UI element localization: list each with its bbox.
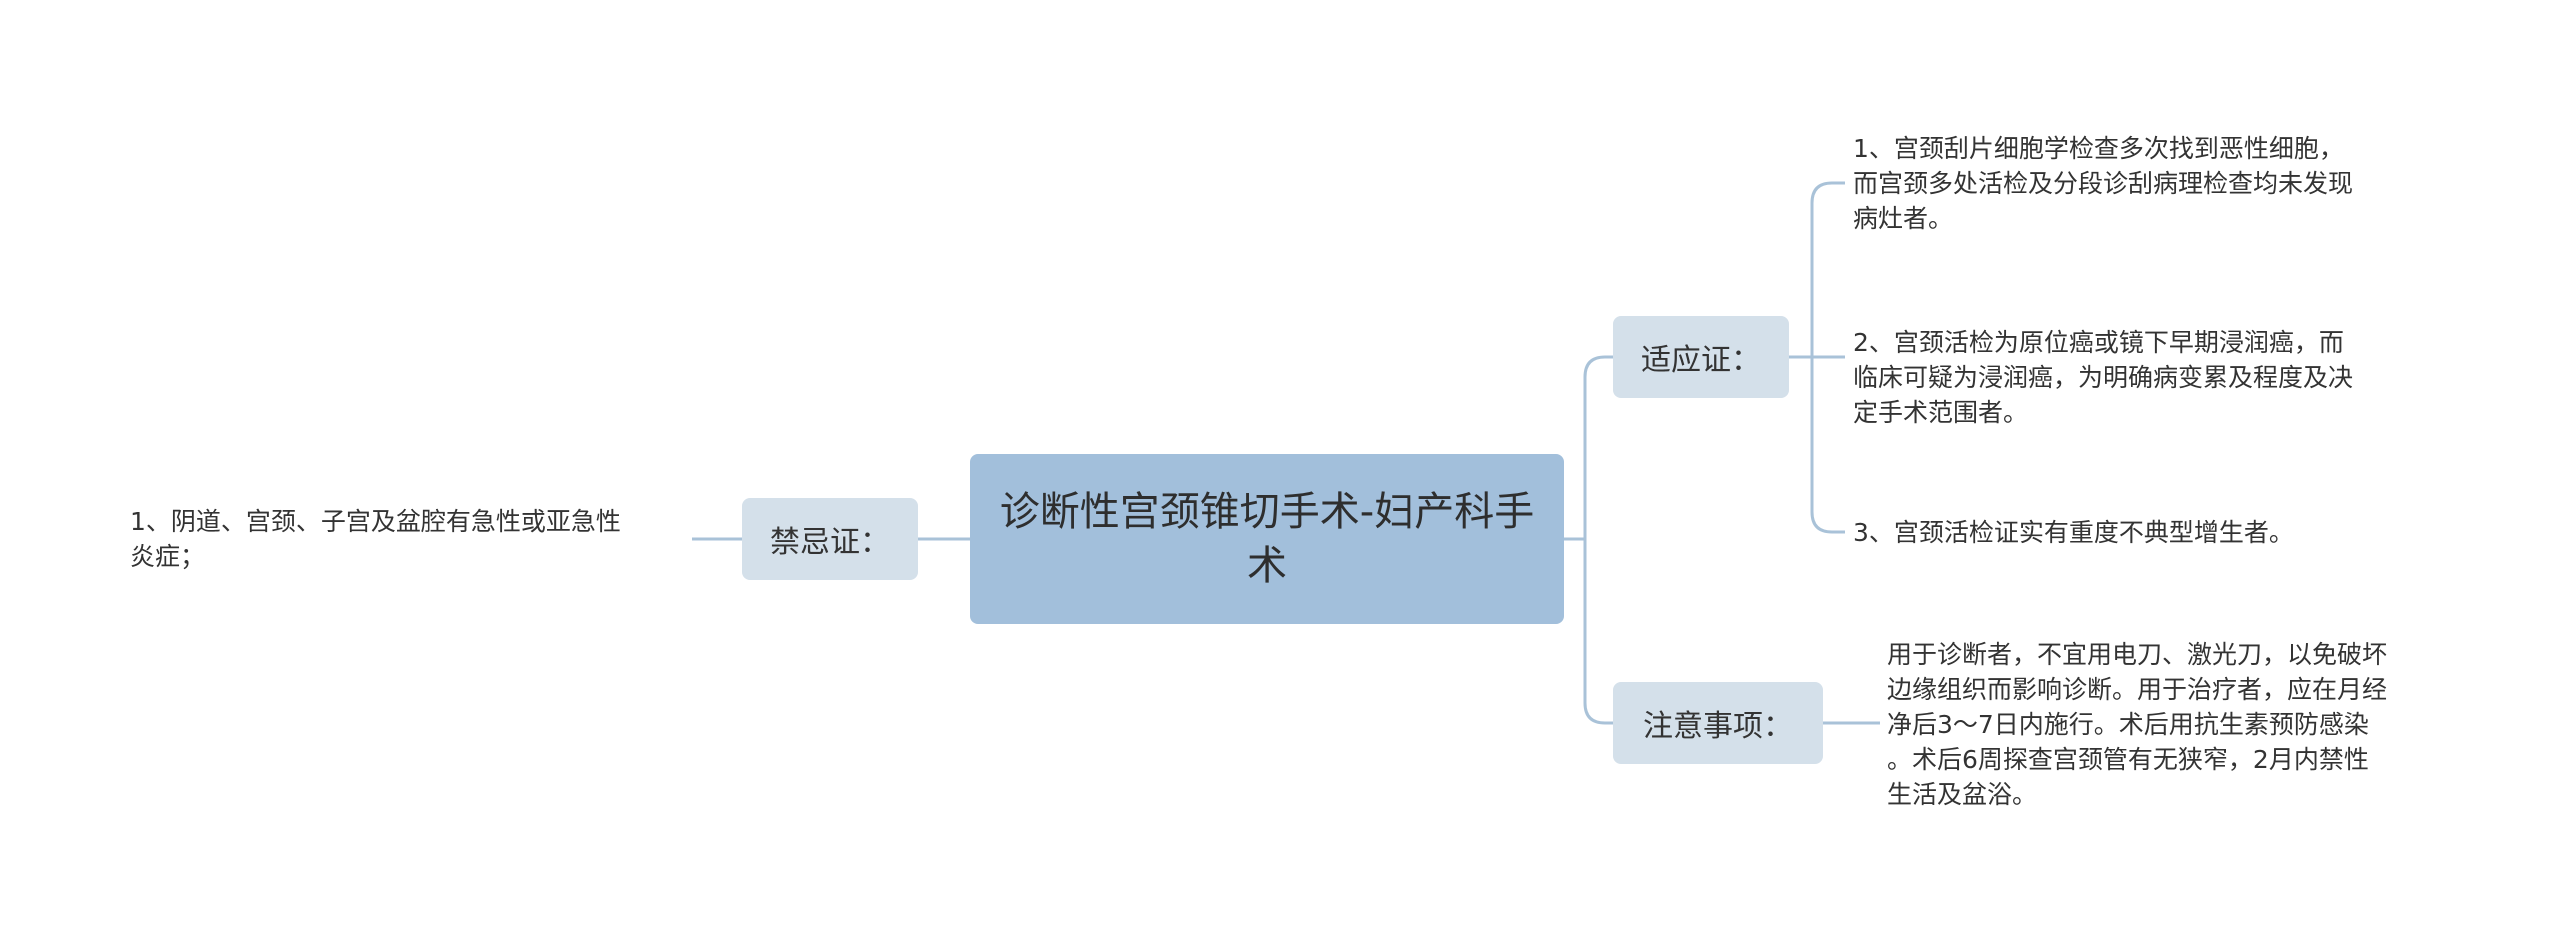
branch-label-contraindications: 禁忌证： — [770, 525, 890, 560]
leaf-contraindication-1[interactable]: 1、阴道、宫颈、子宫及盆腔有急性或亚急性 炎症； — [130, 507, 621, 571]
center-topic-node[interactable]: 诊断性宫颈锥切手术-妇产科手术 — [970, 454, 1564, 624]
connector-trunk-notes — [1583, 539, 1613, 725]
leaf-indication-1[interactable]: 1、宫颈刮片细胞学检查多次找到恶性细胞， 而宫颈多处活检及分段诊刮病理检查均未发… — [1853, 134, 2354, 233]
branch-label-indications: 适应证： — [1641, 343, 1761, 378]
leaf-indication-2[interactable]: 2、宫颈活检为原位癌或镜下早期浸润癌，而 临床可疑为浸润癌，为明确病变累及程度及… — [1853, 328, 2354, 427]
connector-indic-leaf-1 — [1810, 181, 1845, 357]
branch-node-contraindications[interactable]: 禁忌证： — [742, 498, 918, 580]
branch-node-indications[interactable]: 适应证： — [1613, 316, 1789, 398]
leaf-note-1[interactable]: 用于诊断者，不宜用电刀、激光刀，以免破坏 边缘组织而影响诊断。用于治疗者，应在月… — [1887, 640, 2388, 809]
connector-trunk-indic — [1583, 355, 1613, 539]
connector-indic-leaf-3 — [1810, 357, 1845, 534]
branch-node-notes[interactable]: 注意事项： — [1613, 682, 1823, 764]
leaf-indication-3[interactable]: 3、宫颈活检证实有重度不典型增生者。 — [1853, 518, 2294, 547]
center-topic-label: 诊断性宫颈锥切手术-妇产科手术 — [999, 489, 1535, 589]
branch-label-notes: 注意事项： — [1643, 709, 1793, 744]
